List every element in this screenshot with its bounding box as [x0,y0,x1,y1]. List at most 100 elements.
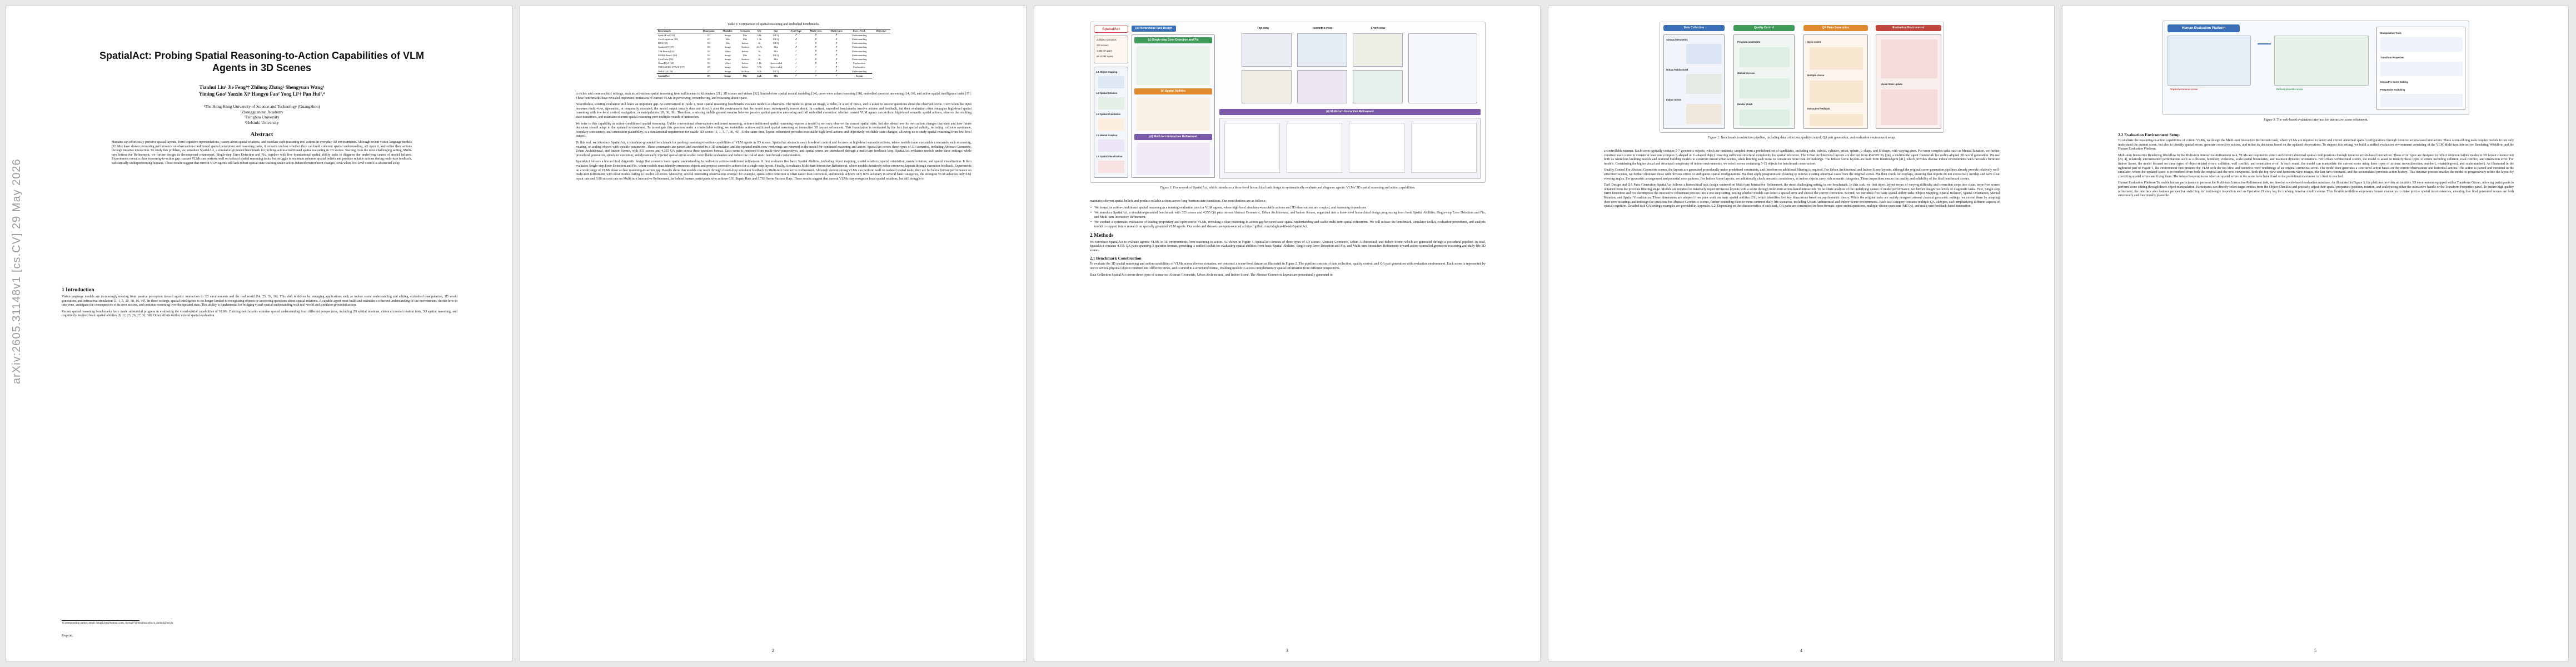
table-cell: 2k [758,58,761,61]
figure-3-platform: Human Evaluation Platform Original erron… [2163,21,2469,115]
table-cell: Mix [774,46,778,49]
abstract-block: Humans can effortlessly perceive spatial… [112,141,412,168]
task-spatial-orientation: 1.3 Spatial Orientation [1096,113,1121,116]
table-cell: 3D [707,53,711,57]
table-cell: SpatialEval [33] [658,33,675,37]
table-cell: 1.5k [757,38,762,41]
table-header-cell: Objective [871,28,890,33]
figure-caption: Figure 2: Benchmark construction pipelin… [1707,136,1896,140]
section-heading: 1 Introduction [62,287,94,293]
table-cell: 1.8k [757,62,762,65]
page-number: 5 [2314,648,2316,653]
paper-title: SpatialAct: Probing Spatial Reasoning-to… [99,50,425,73]
table-cell: ✓ [795,69,798,73]
paragraph: Data Collection SpatialAct covers three … [1090,273,1333,277]
label-refined-scene: Refined plausible scene [2276,88,2303,91]
contribution-item: We introduce SpatialAct, a simulator-gro… [1090,211,1486,220]
table-cell: Understanding [851,46,867,49]
paragraph: maintain coherent spatial beliefs and pr… [1090,200,1266,203]
table-cell: ✗ [815,49,818,53]
stat-layers: 39 ATOM layers [1097,55,1113,58]
quality-control-panel: Program constraints Manual revision Rend… [1733,34,1795,129]
paragraph: SpatialAct follows a hierarchical diagno… [576,160,971,181]
table-cell: ✓ [795,49,798,53]
page-number: 3 [1286,648,1288,653]
table-cell: 2D [707,69,711,73]
refinement-panel [1219,118,1481,179]
header-hierarchical-task: (a) Hierarchical Task Design [1132,26,1176,32]
table-cell: Mix [743,33,748,37]
paper-page-5: Human Evaluation Platform Original erron… [2062,6,2569,661]
affiliation-3: ³Tsinghua University [244,115,280,120]
header-multi-turn: (d) Multi-turn Interactive Refinement [1134,134,1212,140]
table-cell: Image [724,53,731,57]
table-header-cell: Multi-turn [826,28,847,33]
table-cell: 3D [699,73,719,78]
erroneous-scene-view [2168,36,2251,86]
header-quality-control: Quality Control [1733,25,1795,31]
label-perspective-switching: Perspective Switching [2380,88,2405,91]
table-cell: ✓ [795,61,798,64]
contribution-item: We formalize action-conditioned spatial … [1090,206,1486,211]
page-4-text: a controllable manner. Each scene typica… [1604,150,2000,211]
stat-scenarios: 3 distinct scenarios [1097,38,1117,41]
table-cell: ✓ [805,73,826,78]
table-cell: TREASURE SPACE [37] [658,66,685,69]
table-cell: Indoor [741,62,749,65]
table-cell: WebVQA [29] [658,69,673,73]
table-cell: Exploration [853,62,865,65]
table-cell: ✓ [786,73,806,78]
label-manipulation-tools: Manipulation Tools [2380,32,2401,34]
figure-3-caption-block: Figure 3: The web-based evaluation inter… [2118,118,2514,123]
table-header-cell: Eval Type [786,28,806,33]
table-cell: ✗ [795,45,798,48]
middle-panel: (c) Single-step Error Detection and Fix … [1132,34,1215,178]
table-cell: ✗ [835,53,838,57]
affiliations: ¹The Hong Kong University of Science and… [112,104,412,125]
authors-line-1: Tianhui Liu¹ Jie Feng²† Zhilong Zhang² S… [199,84,325,90]
qa-open-ended: Open-ended [1807,41,1821,43]
paragraph: Vision-language models are increasingly … [62,295,457,307]
table-cell: Understanding [851,53,867,57]
author-list: Tianhui Liu¹ Jie Feng²† Zhilong Zhang² S… [112,84,412,97]
table-cell: MCQ [773,42,779,45]
table-cell: 3D [707,62,711,65]
subsection-heading: 2.2 Evaluation Environment Setup [2118,132,2180,137]
table-cell: 3D [707,46,711,49]
data-collection-panel: Abstract Geometric Urban Architectural I… [1663,34,1725,129]
stats-box: 3 distinct scenarios 333 scenes 4,355 QA… [1094,36,1128,63]
table-cell: Mix [736,73,754,78]
table-cell: Open-ended [769,62,783,65]
table-cell: Image [719,73,737,78]
table-cell: MCQ [773,33,779,37]
contribution-list: We formalize action-conditioned spatial … [1090,206,1486,230]
table-cell: ✓ [815,65,818,68]
stat-qa-pairs: 4,355 QA pairs [1097,49,1112,52]
table-cell: Mix [765,73,787,78]
table-cell: 3D [707,42,711,45]
section-heading: 2 Methods [1090,232,1114,238]
tasks-column: 1.1 Object Mapping 1.2 Spatial Relation … [1094,67,1128,178]
table-cell: Mix [774,49,778,53]
table-cell: Understanding [851,38,867,41]
label-front-view: Front-view [1371,27,1386,30]
figure-1-caption-block: Figure 1: Framework of SpatialAct, which… [1090,186,1486,191]
paragraph: To evaluate the 3D spatial reasoning and… [1090,262,1486,270]
table-cell: ✗ [815,61,818,64]
table-cell: Video [724,62,731,65]
label-top-view: Top-view [1257,27,1269,30]
table-cell: 2k [758,42,761,45]
table-cell: ✗ [835,45,838,48]
paragraph: Multi-turn Interactive Rendering Workflo… [2118,153,2514,178]
table-cell: VSI-Bench [32] [658,49,675,53]
abstract-heading: Abstract [250,131,273,138]
table-cell: ✗ [795,33,798,37]
paragraph: Quality Control For Abstract Geometric s… [1604,168,2000,181]
table-cell: Outdoor [740,46,750,49]
